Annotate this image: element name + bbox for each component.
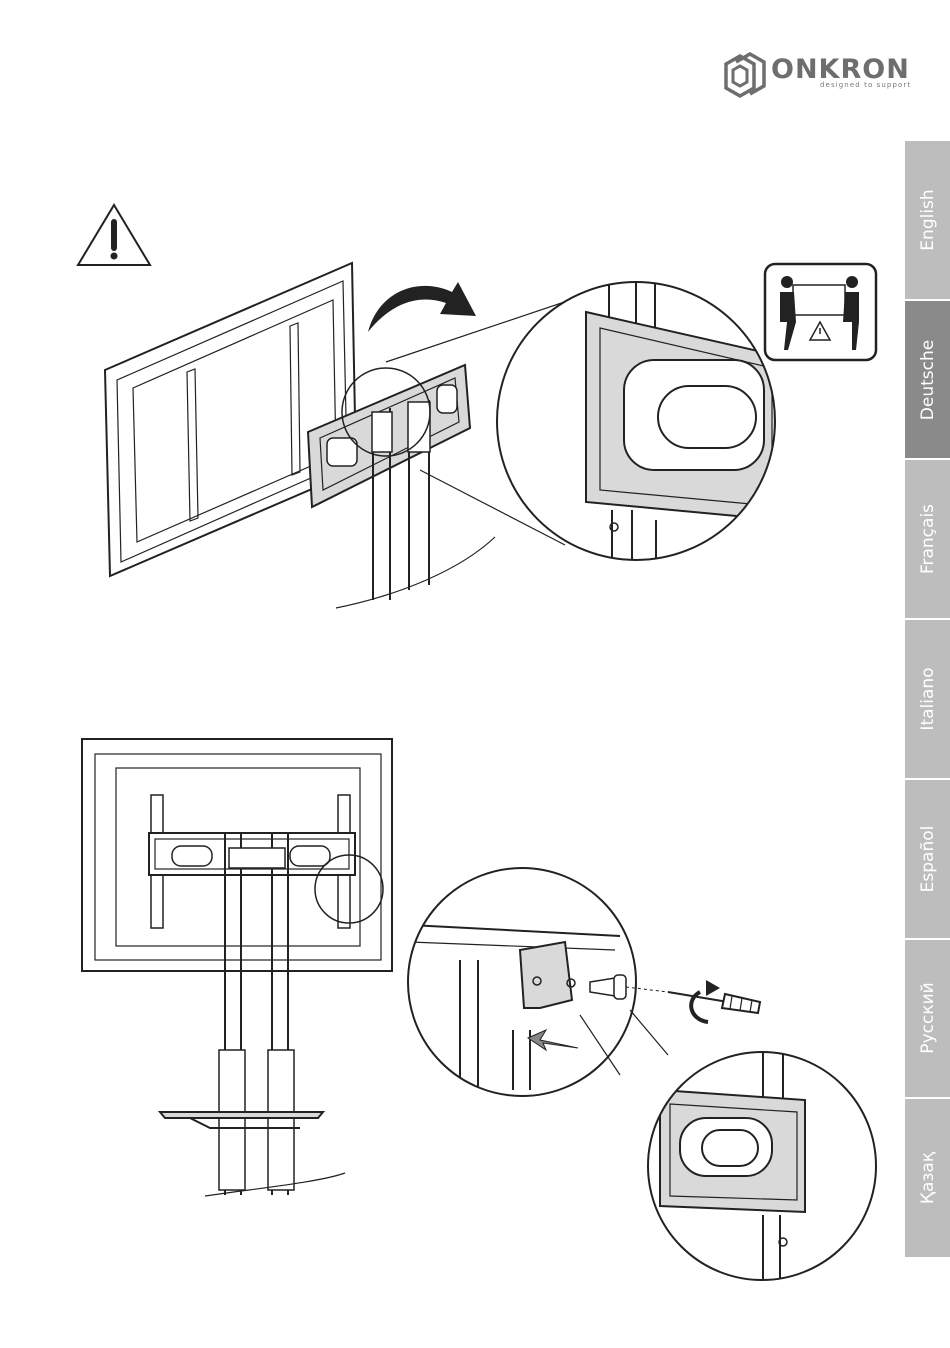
figure-2-tv-attached <box>82 739 392 1196</box>
two-person-lift-icon <box>765 264 876 360</box>
tab-label: English <box>918 189 938 250</box>
tab-espanol[interactable]: Español <box>905 780 950 940</box>
tab-label: Deutsche <box>918 339 938 419</box>
tab-italiano[interactable]: Italiano <box>905 620 950 780</box>
curved-arrow-icon <box>368 282 476 332</box>
tab-russian[interactable]: Русский <box>905 940 950 1100</box>
language-tabs: English Deutsche Français Italiano Españ… <box>905 141 950 1257</box>
tab-francais[interactable]: Français <box>905 460 950 620</box>
tab-label: Italiano <box>918 667 938 730</box>
screwdriver-icon <box>668 980 760 1022</box>
tab-english[interactable]: English <box>905 141 950 301</box>
tab-kazakh[interactable]: Қазақ <box>905 1099 950 1257</box>
warning-triangle-icon <box>78 205 150 265</box>
detail-zoom-2 <box>408 868 668 1096</box>
detail-zoom-3 <box>648 1052 876 1285</box>
detail-zoom-1 <box>497 282 780 560</box>
assembly-illustrations <box>0 0 905 1348</box>
tab-label: Русский <box>918 983 938 1054</box>
tab-deutsche[interactable]: Deutsche <box>905 301 950 461</box>
tab-label: Español <box>918 825 938 892</box>
tab-label: Français <box>918 504 938 574</box>
tab-label: Қазақ <box>918 1152 938 1204</box>
